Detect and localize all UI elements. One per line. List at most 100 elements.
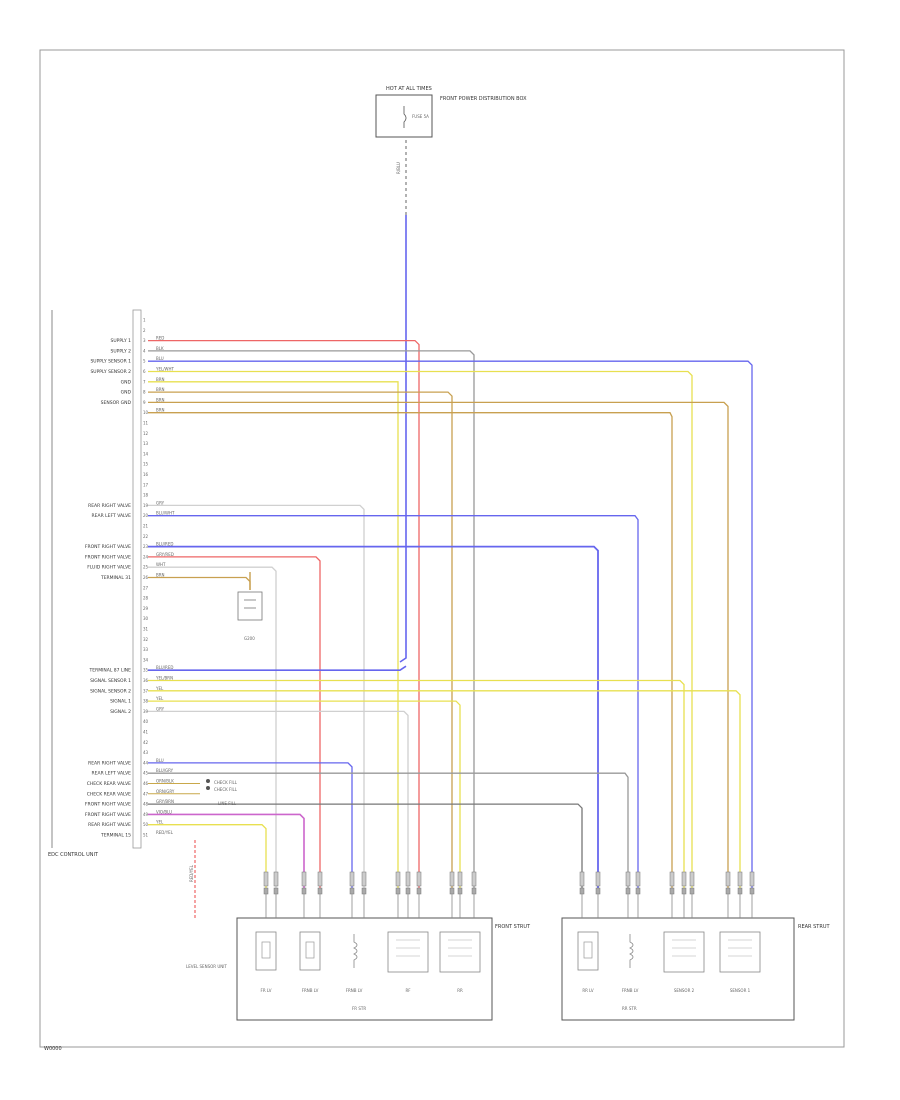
pin-wire-code: BLU/GRY: [156, 768, 174, 773]
pin-number: 45: [143, 771, 149, 776]
wire: [148, 679, 685, 890]
connector-plug-icon: [395, 871, 401, 918]
pin-row: 2: [143, 328, 146, 333]
pin-row: 12: [143, 431, 149, 436]
component-label: SENSOR 2: [674, 988, 695, 993]
pin-row: 28: [143, 596, 149, 601]
pin-label: FLUID RIGHT VALVE: [87, 565, 131, 571]
connector-strip: [132, 309, 142, 849]
pin-number: 17: [143, 482, 149, 487]
connector-plug-icon: [457, 871, 463, 918]
component-label: RR LV: [582, 988, 594, 993]
component-label: FRNB LV: [302, 988, 319, 993]
component-label: RR: [457, 988, 463, 993]
pin-row: 18: [143, 493, 149, 498]
switch-icon: [261, 941, 271, 959]
pin-number: 26: [143, 575, 149, 580]
pin-label: TERMINAL 31: [100, 575, 131, 581]
pin-number: 12: [143, 431, 149, 436]
page-frame: [39, 49, 845, 1048]
pin-wire-code: YEL/WHT: [155, 367, 175, 372]
switch-icon: [583, 941, 593, 959]
pin-row: 42: [143, 740, 149, 745]
wire: [148, 401, 729, 890]
pin-wire-code: GRY: [156, 706, 165, 711]
control-unit-label: EDC CONTROL UNIT: [48, 852, 99, 858]
pin-row: 40: [143, 719, 149, 724]
wire: [148, 762, 353, 890]
connector-plug-icon: [681, 871, 687, 918]
pin-row: 16: [143, 472, 149, 477]
pin-wire-code: WHT: [156, 562, 166, 567]
wire: [148, 370, 693, 890]
component-coil: FRNB LV: [622, 934, 639, 993]
pin-label: REAR LEFT VALVE: [92, 771, 132, 777]
pin-number: 49: [143, 812, 149, 817]
wire: [148, 412, 673, 890]
component-label: FR LV: [261, 988, 272, 993]
pin-row: 27: [143, 585, 149, 590]
pin-number: 51: [143, 833, 149, 838]
pin-wire-code: YEL/BRN: [155, 676, 173, 681]
pin-label: SENSOR GND: [101, 400, 132, 406]
check-labels: CHECK FILL CHECK FILL LINE FILL: [206, 779, 238, 806]
pin-number: 4: [143, 348, 146, 353]
pin-label: SIGNAL SENSOR 2: [90, 688, 131, 694]
pin-label: GND: [121, 390, 132, 396]
terminal-15-lead: RED/YEL: [189, 840, 196, 918]
pin-number: 25: [143, 565, 149, 570]
wire: [148, 339, 420, 890]
component-label: SENSOR 1: [730, 988, 751, 993]
pin-number: 48: [143, 802, 149, 807]
pin-label: REAR RIGHT VALVE: [88, 760, 131, 766]
component-sensor: RR: [439, 931, 481, 993]
pin-row: 21: [143, 524, 149, 529]
pin-number: 16: [143, 472, 149, 477]
wire: [148, 391, 453, 890]
pin-number: 14: [143, 451, 149, 456]
connector-plug-icon: [317, 871, 323, 918]
pin-row: 45 REAR LEFT VALVE BLU/GRY: [92, 768, 174, 777]
level-sensor-label: LEVEL SENSOR UNIT: [186, 964, 227, 969]
wire: [148, 515, 639, 890]
pin-wire-code: RED: [156, 336, 164, 341]
pin-label: SIGNAL 1: [110, 699, 131, 705]
footer-code: W0000: [44, 1046, 62, 1052]
power-box-label: FRONT POWER DISTRIBUTION BOX: [440, 96, 527, 102]
ground-symbol-icon: [237, 591, 263, 621]
pin-number: 13: [143, 441, 149, 446]
pin-wire-code: YEL: [155, 820, 164, 825]
pin-number: 32: [143, 637, 149, 642]
pin-row: 25 FLUID RIGHT VALVE WHT: [87, 562, 166, 571]
wire: [148, 504, 365, 890]
switch-icon: [305, 941, 315, 959]
pin-row: 34: [143, 657, 149, 662]
pin-number: 19: [143, 503, 149, 508]
connector-plug-icon: [273, 871, 279, 918]
pin-wire-code: YEL: [155, 686, 164, 691]
wire: [148, 576, 251, 590]
pin-number: 29: [143, 606, 149, 611]
pin-label: GND: [121, 379, 132, 385]
component-coil: FRNB LV: [346, 934, 363, 993]
connector-plug-icon: [416, 871, 422, 918]
pin-label: CHECK REAR VALVE: [87, 781, 131, 787]
pin-label: REAR RIGHT VALVE: [88, 822, 131, 828]
pin-wire-code: GRY/RED: [156, 552, 174, 557]
pin-number: 42: [143, 740, 149, 745]
pin-row: 30: [143, 616, 149, 621]
pin-number: 23: [143, 544, 149, 549]
